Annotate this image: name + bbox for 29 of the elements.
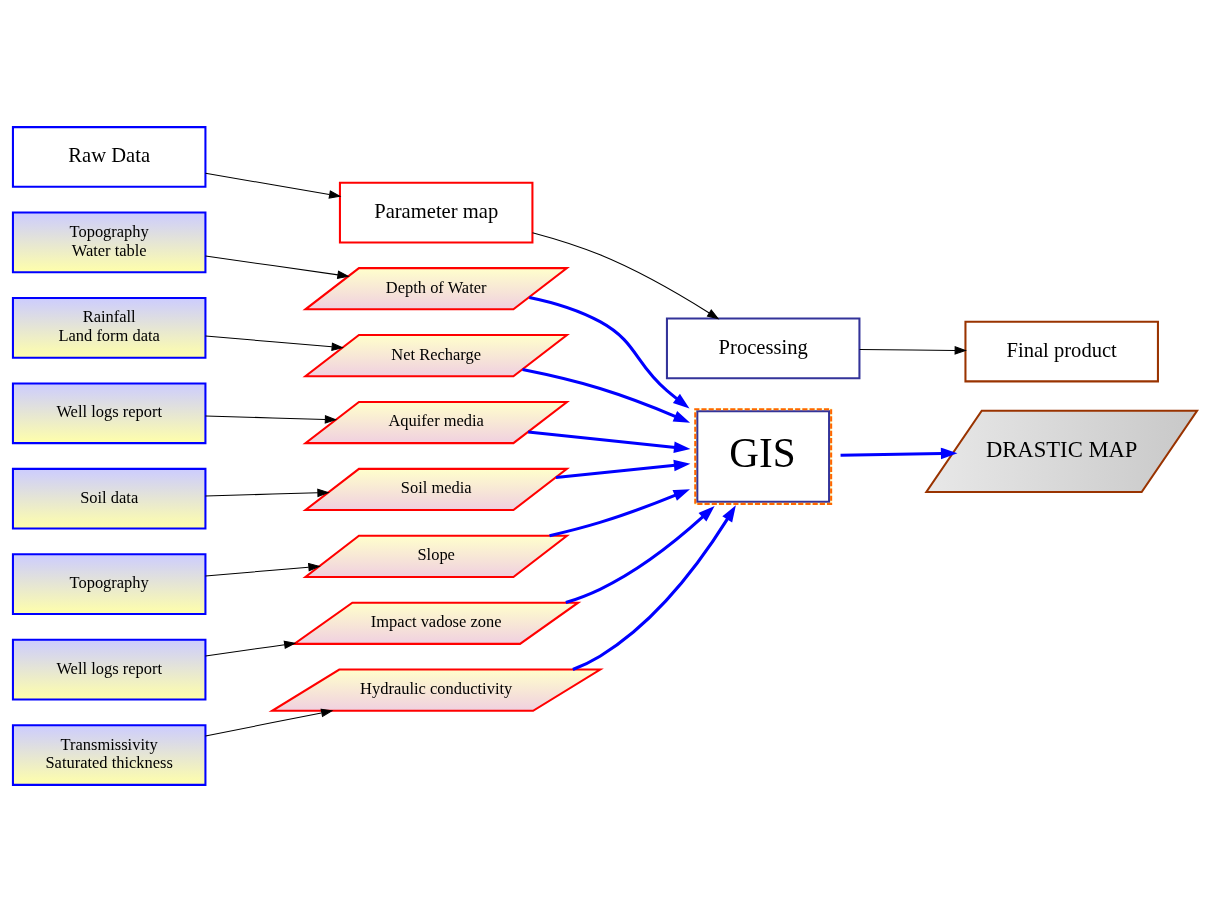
node-box: Topography	[11, 553, 207, 616]
node-box: Raw Data	[11, 126, 207, 188]
arrow	[205, 415, 338, 424]
node-box: Well logs report	[11, 638, 207, 701]
arrow	[205, 562, 321, 577]
arrow	[572, 505, 736, 671]
arrow	[549, 489, 690, 538]
arrow	[555, 459, 691, 479]
arrow	[205, 255, 350, 280]
arrow	[859, 346, 967, 355]
node-box: Processing	[665, 317, 861, 380]
arrow	[205, 172, 342, 199]
arrow	[531, 232, 720, 320]
node-box: Transmissivity Saturated thickness	[11, 724, 207, 786]
node-box: Final product	[964, 320, 1159, 383]
node-box: Topography Water table	[11, 211, 207, 274]
node-box: Soil data	[11, 467, 207, 530]
arrow	[205, 640, 297, 657]
arrow	[840, 447, 958, 460]
node-box: Well logs report	[11, 382, 207, 445]
arrow	[205, 488, 330, 498]
arrow	[528, 430, 691, 454]
arrow	[522, 368, 691, 423]
arrow	[205, 335, 344, 352]
arrow	[529, 295, 690, 409]
arrow	[205, 708, 334, 737]
node-box: Rainfall Land form data	[11, 296, 207, 359]
arrow	[565, 506, 715, 605]
node-box: Parameter map	[338, 181, 534, 244]
